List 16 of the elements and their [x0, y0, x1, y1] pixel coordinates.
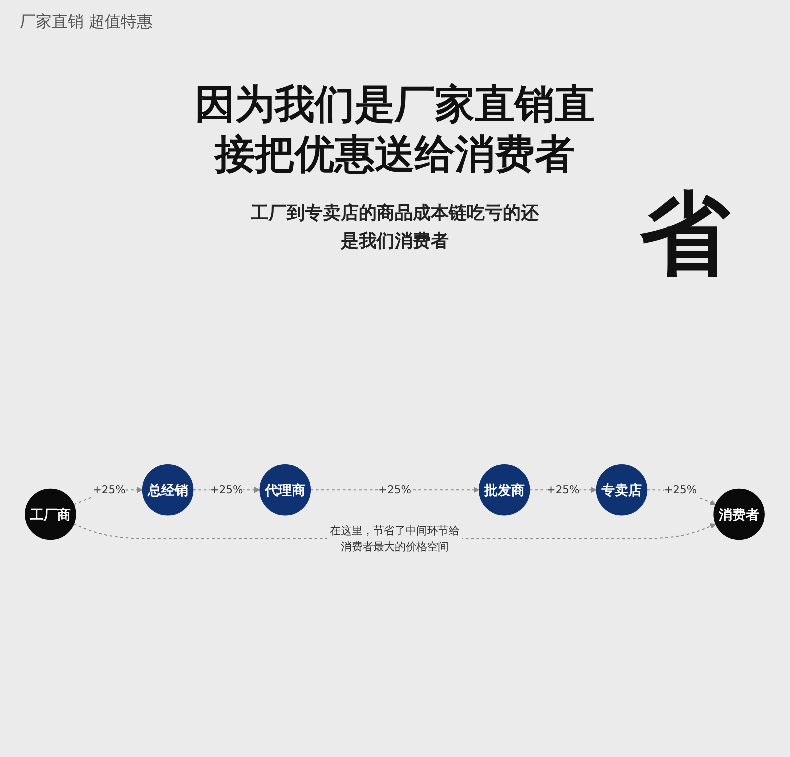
edge-label: +25%	[92, 483, 126, 496]
large-character: 省	[640, 190, 730, 280]
title: 因为我们是厂家直销直接把优惠送给消费者	[195, 81, 595, 180]
node-circle: 工厂商	[25, 488, 76, 540]
node-circle: 总经销	[142, 464, 194, 516]
subtitle: 工厂到专卖店的商品成本链吃亏的还是我们消费者	[250, 202, 540, 254]
edge-label: 在这里，节省了中间环节给消费者最大的价格空间	[330, 524, 460, 554]
edge-label: +25%	[664, 483, 698, 496]
node-circle: 专卖店	[596, 464, 648, 516]
edge-label: +25%	[378, 483, 412, 496]
edge-label: +25%	[210, 483, 244, 496]
node-circle: 批发商	[478, 464, 530, 516]
node-circle: 代理商	[260, 464, 312, 516]
edge-label: +25%	[546, 483, 580, 496]
header-text: 厂家直销 超值特惠	[20, 12, 154, 33]
node-circle: 消费者	[714, 488, 765, 540]
